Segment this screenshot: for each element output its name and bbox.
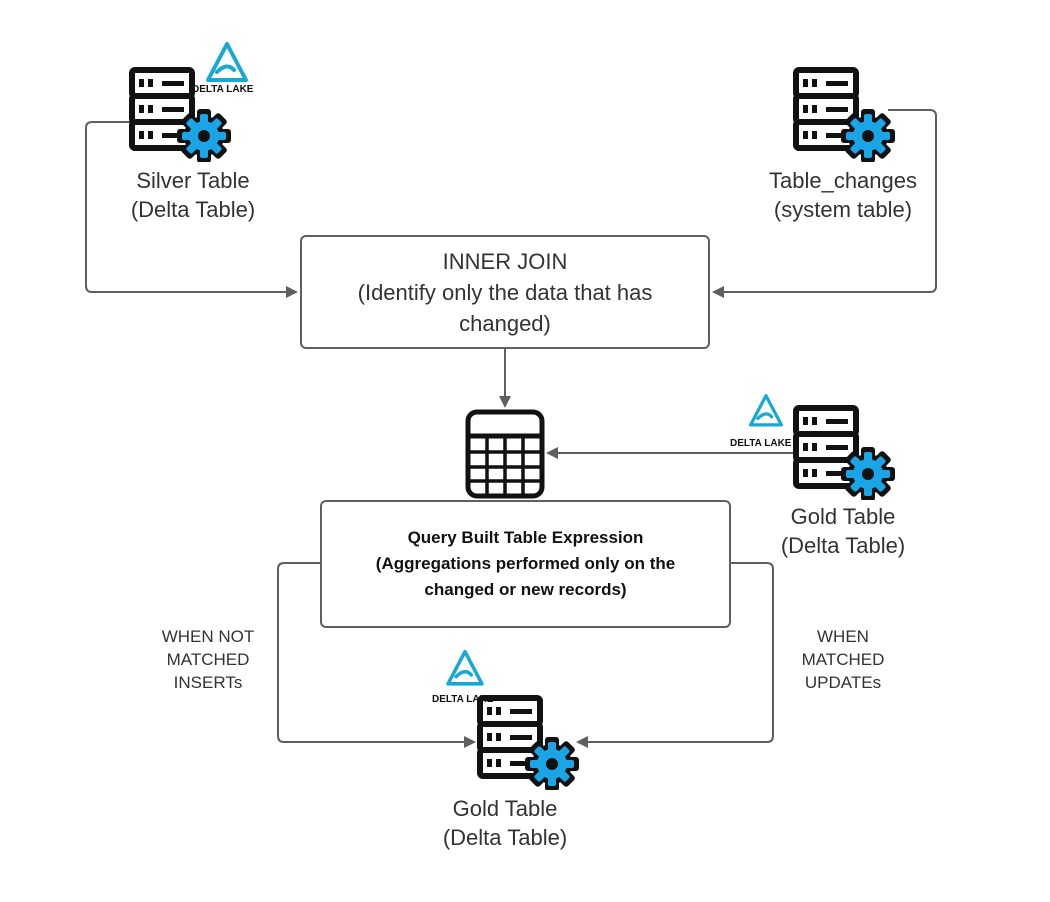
gold-table-source-label: Gold Table (Delta Table) [738, 502, 948, 560]
gold-table-target-title: Gold Table [452, 796, 558, 821]
delta-lake-logo [748, 394, 784, 427]
edge-silver-to-join [85, 121, 298, 298]
server-gear-icon [793, 67, 895, 162]
edge-matched-updates [576, 562, 774, 748]
inner-join-title: INNER JOIN [442, 248, 568, 274]
delta-lake-logo [446, 649, 484, 686]
when-not-matched-line2: MATCHED [166, 650, 250, 669]
query-desc-line1: (Aggregations performed only on the [375, 554, 676, 573]
gold-table-target-subtitle: (Delta Table) [442, 825, 568, 850]
silver-table-label: Silver Table (Delta Table) [88, 166, 298, 224]
delta-lake-text: DELTA LAKE [432, 694, 494, 705]
edge-not-matched-inserts [277, 562, 476, 748]
inner-join-box: INNER JOIN (Identify only the data that … [300, 235, 710, 349]
when-matched-line1: WHEN [817, 627, 869, 646]
query-desc-line2: changed or new records) [424, 580, 627, 599]
table-grid-icon [465, 409, 545, 499]
when-not-matched-label: WHEN NOT MATCHED INSERTs [138, 625, 278, 694]
when-not-matched-line3: INSERTs [173, 673, 243, 692]
table-changes-subtitle: (system table) [773, 197, 913, 222]
when-matched-line3: UPDATEs [804, 673, 882, 692]
delta-lake-text: DELTA LAKE [730, 438, 792, 449]
gold-table-target-label: Gold Table (Delta Table) [400, 794, 610, 852]
server-gear-icon [477, 695, 579, 790]
inner-join-desc-line2: changed) [459, 310, 551, 336]
silver-table-title: Silver Table [136, 168, 250, 193]
query-expression-box: Query Built Table Expression (Aggregatio… [320, 500, 731, 628]
table-changes-label: Table_changes (system table) [738, 166, 948, 224]
edge-changes-to-join [712, 109, 937, 298]
query-title: Query Built Table Expression [407, 528, 644, 547]
server-gear-icon [129, 67, 231, 162]
inner-join-desc-line1: (Identify only the data that has [357, 279, 653, 305]
gold-table-source-title: Gold Table [790, 504, 896, 529]
delta-lake-logo [206, 42, 248, 82]
gold-table-source-subtitle: (Delta Table) [780, 533, 906, 558]
when-not-matched-line1: WHEN NOT [161, 627, 255, 646]
server-gear-icon [793, 405, 895, 500]
when-matched-line2: MATCHED [801, 650, 885, 669]
table-changes-title: Table_changes [768, 168, 917, 193]
when-matched-label: WHEN MATCHED UPDATEs [780, 625, 906, 694]
silver-table-subtitle: (Delta Table) [130, 197, 256, 222]
delta-lake-text: DELTA LAKE [192, 84, 254, 95]
